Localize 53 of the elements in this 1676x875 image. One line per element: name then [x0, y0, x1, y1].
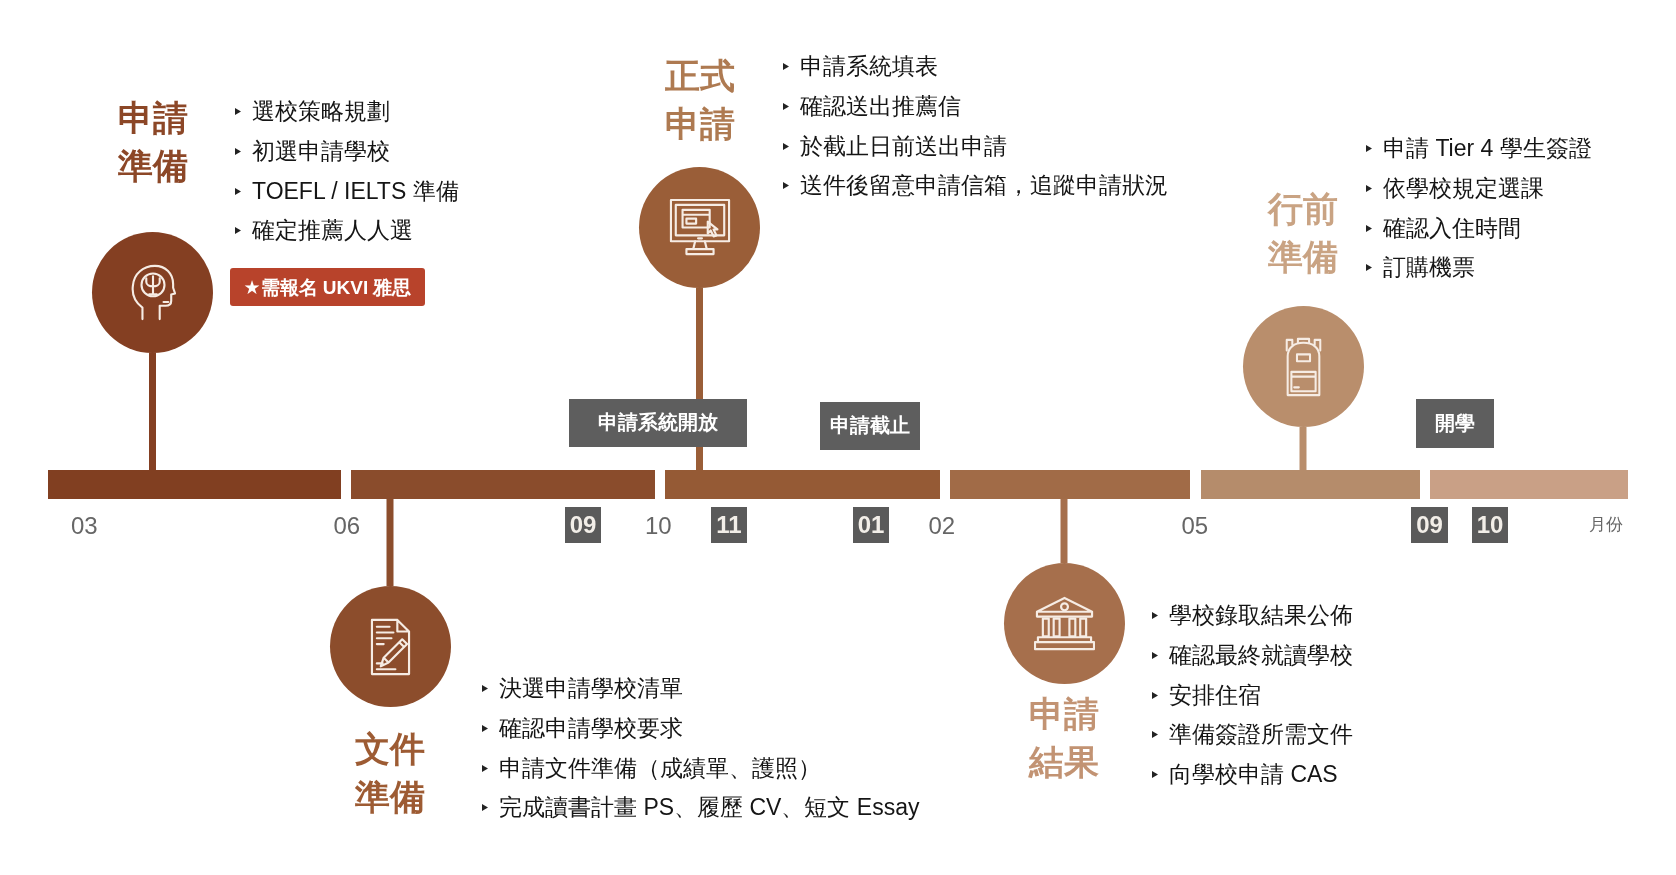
bullet-text: 決選申請學校清單 — [499, 674, 683, 704]
bullet-text: 送件後留意申請信箱，追蹤申請狀況 — [800, 171, 1168, 201]
bullet-text: 選校策略規劃 — [252, 97, 390, 127]
bullet-text: 初選申請學校 — [252, 137, 390, 167]
bullet-text: 訂購機票 — [1383, 253, 1475, 283]
timeline-bar — [1430, 470, 1628, 499]
bullet-text: 確定推薦人人選 — [252, 216, 413, 246]
connector-line — [696, 447, 703, 470]
timeline-bar — [48, 470, 341, 499]
month-box: 11 — [711, 507, 747, 543]
month-label: 02 — [928, 514, 956, 538]
stage-title: 正式申請 — [663, 55, 736, 145]
milestone-box: 開學 — [1416, 399, 1494, 448]
connector-line — [1299, 427, 1307, 470]
month-box: 09 — [1411, 507, 1448, 543]
bullet-text: 確認送出推薦信 — [800, 92, 961, 122]
timeline-bar — [665, 470, 940, 499]
unit-label: 月份 — [1589, 515, 1623, 533]
timeline-bar — [950, 470, 1190, 499]
bullet-text: 確認申請學校要求 — [499, 714, 683, 744]
timeline-bar — [351, 470, 655, 499]
bullet-text: 安排住宿 — [1169, 680, 1261, 710]
bullet-text: 申請系統填表 — [800, 52, 938, 82]
connector-line — [1060, 499, 1068, 563]
stage-title: 申請準備 — [116, 97, 189, 187]
month-label: 05 — [1181, 514, 1209, 538]
stage-title: 申請結果 — [1028, 693, 1100, 783]
note-tag: ★需報名 UKVI 雅思 — [230, 268, 425, 306]
month-box: 10 — [1472, 507, 1508, 543]
bullet-text: 依學校規定選課 — [1383, 174, 1544, 204]
bullet-text: 向學校申請 CAS — [1169, 760, 1338, 790]
stage-title: 文件準備 — [354, 728, 426, 818]
month-label: 10 — [645, 514, 672, 538]
milestone-box: 申請系統開放 — [569, 399, 747, 447]
bullet-text: 準備簽證所需文件 — [1169, 720, 1353, 750]
bullet-text: 於截止日前送出申請 — [800, 131, 1007, 161]
bullet-text: 確認最終就讀學校 — [1169, 641, 1353, 671]
connector-line — [696, 287, 703, 399]
bullet-text: 確認入住時間 — [1383, 213, 1521, 243]
connector-line — [149, 352, 156, 470]
timeline-bar — [1201, 470, 1420, 499]
stage-title: 行前準備 — [1267, 188, 1339, 278]
bullet-text: 學校錄取結果公佈 — [1169, 601, 1353, 631]
month-box: 01 — [853, 507, 889, 543]
connector-line — [386, 499, 394, 586]
bullet-text: 申請 Tier 4 學生簽證 — [1383, 134, 1592, 164]
bullet-text: 完成讀書計畫 PS、履歷 CV、短文 Essay — [499, 793, 920, 823]
bullet-text: 申請文件準備（成績單、護照） — [499, 753, 821, 783]
month-label: 03 — [71, 514, 98, 538]
month-box: 09 — [565, 507, 601, 543]
month-label: 06 — [333, 514, 361, 538]
milestone-box: 申請截止 — [820, 402, 920, 450]
bullet-text: TOEFL / IELTS 準備 — [252, 176, 459, 206]
